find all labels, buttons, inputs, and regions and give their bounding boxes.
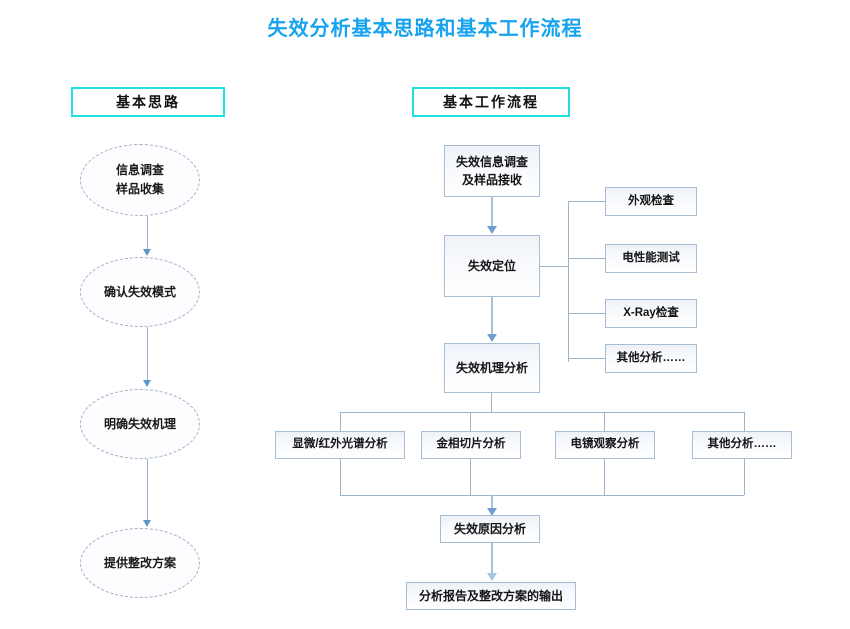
analysis-bus [340, 412, 744, 413]
flow-box-mechanism-line1: 失效机理分析 [455, 361, 528, 375]
left-node-4-line1: 提供整改方案 [103, 555, 176, 570]
side-branch-box-xray-label: X-Ray检查 [623, 306, 679, 319]
analysis-drop-1 [340, 412, 341, 432]
left-node-4: 提供整改方案 [80, 528, 200, 598]
analysis-return-1 [340, 459, 341, 495]
right-section-header: 基本工作流程 [412, 87, 570, 117]
flow-connector-locate-to-mechanism [491, 297, 493, 338]
left-section-header: 基本思路 [71, 87, 225, 117]
left-arrow-3 [143, 520, 151, 527]
flow-box-root-cause: 失效原因分析 [440, 515, 540, 543]
left-node-1-line1: 信息调查 [115, 163, 164, 178]
flow-box-intake: 失效信息调查 及样品接收 [444, 145, 540, 197]
side-branch-line-2 [568, 258, 606, 259]
flow-box-root-cause-line1: 失效原因分析 [453, 522, 526, 536]
left-connector-2 [147, 327, 148, 384]
analysis-box-other-label: 其他分析…… [707, 438, 777, 451]
left-node-3-line1: 明确失效机理 [103, 416, 176, 431]
left-arrow-1 [143, 249, 151, 256]
side-branch-stem [540, 266, 569, 267]
left-node-3: 明确失效机理 [80, 389, 200, 459]
analysis-drop-2 [470, 412, 471, 432]
left-node-1: 信息调查 样品收集 [80, 144, 200, 216]
side-branch-box-electrical: 电性能测试 [605, 244, 697, 273]
analysis-drop-4 [744, 412, 745, 432]
left-node-1-line2: 样品收集 [115, 182, 164, 196]
flow-box-report-output-line1: 分析报告及整改方案的输出 [418, 589, 563, 603]
side-branch-line-3 [568, 313, 606, 314]
side-branch-box-other: 其他分析…… [605, 344, 697, 373]
flow-connector-cause-to-report [491, 543, 493, 577]
side-branch-line-1 [568, 201, 606, 202]
flow-box-mechanism: 失效机理分析 [444, 343, 540, 393]
analysis-box-spectroscopy: 显微/红外光谱分析 [275, 431, 405, 459]
side-branch-line-4 [568, 358, 606, 359]
analysis-box-sem-label: 电镜观察分析 [570, 438, 640, 451]
side-branch-box-appearance-label: 外观检查 [628, 194, 674, 207]
flow-arrow-intake-to-locate [487, 226, 497, 234]
flow-connector-intake-to-locate [491, 197, 493, 230]
left-connector-1 [147, 216, 148, 254]
analysis-return-bus [340, 495, 744, 496]
analysis-return-3 [604, 459, 605, 495]
side-branch-box-other-label: 其他分析…… [616, 351, 686, 364]
analysis-return-4 [744, 459, 745, 495]
flow-arrow-analysis-to-cause [487, 508, 497, 516]
page-title: 失效分析基本思路和基本工作流程 [267, 18, 583, 40]
flow-arrow-cause-to-report [487, 573, 497, 581]
analysis-bus-stem [491, 393, 492, 412]
analysis-box-metallography: 金相切片分析 [421, 431, 521, 459]
left-node-2-line1: 确认失效模式 [103, 284, 176, 299]
left-connector-3 [147, 459, 148, 524]
analysis-box-sem: 电镜观察分析 [555, 431, 655, 459]
flow-box-localization: 失效定位 [444, 235, 540, 297]
flow-box-localization-line1: 失效定位 [467, 259, 516, 273]
left-node-2: 确认失效模式 [80, 257, 200, 327]
flow-box-report-output: 分析报告及整改方案的输出 [406, 582, 576, 610]
left-arrow-2 [143, 380, 151, 387]
side-branch-box-appearance: 外观检查 [605, 187, 697, 216]
analysis-return-2 [470, 459, 471, 495]
flow-box-intake-line1: 失效信息调查 [455, 155, 528, 169]
side-branch-bus [568, 201, 569, 362]
analysis-box-spectroscopy-label: 显微/红外光谱分析 [292, 438, 388, 451]
analysis-box-metallography-label: 金相切片分析 [436, 438, 506, 451]
flow-connector-analysis-to-cause [491, 495, 493, 512]
flow-box-intake-line2: 及样品接收 [461, 173, 522, 187]
analysis-box-other: 其他分析…… [692, 431, 792, 459]
analysis-drop-3 [604, 412, 605, 432]
side-branch-box-electrical-label: 电性能测试 [622, 251, 680, 264]
side-branch-box-xray: X-Ray检查 [605, 299, 697, 328]
flow-arrow-locate-to-mechanism [487, 334, 497, 342]
